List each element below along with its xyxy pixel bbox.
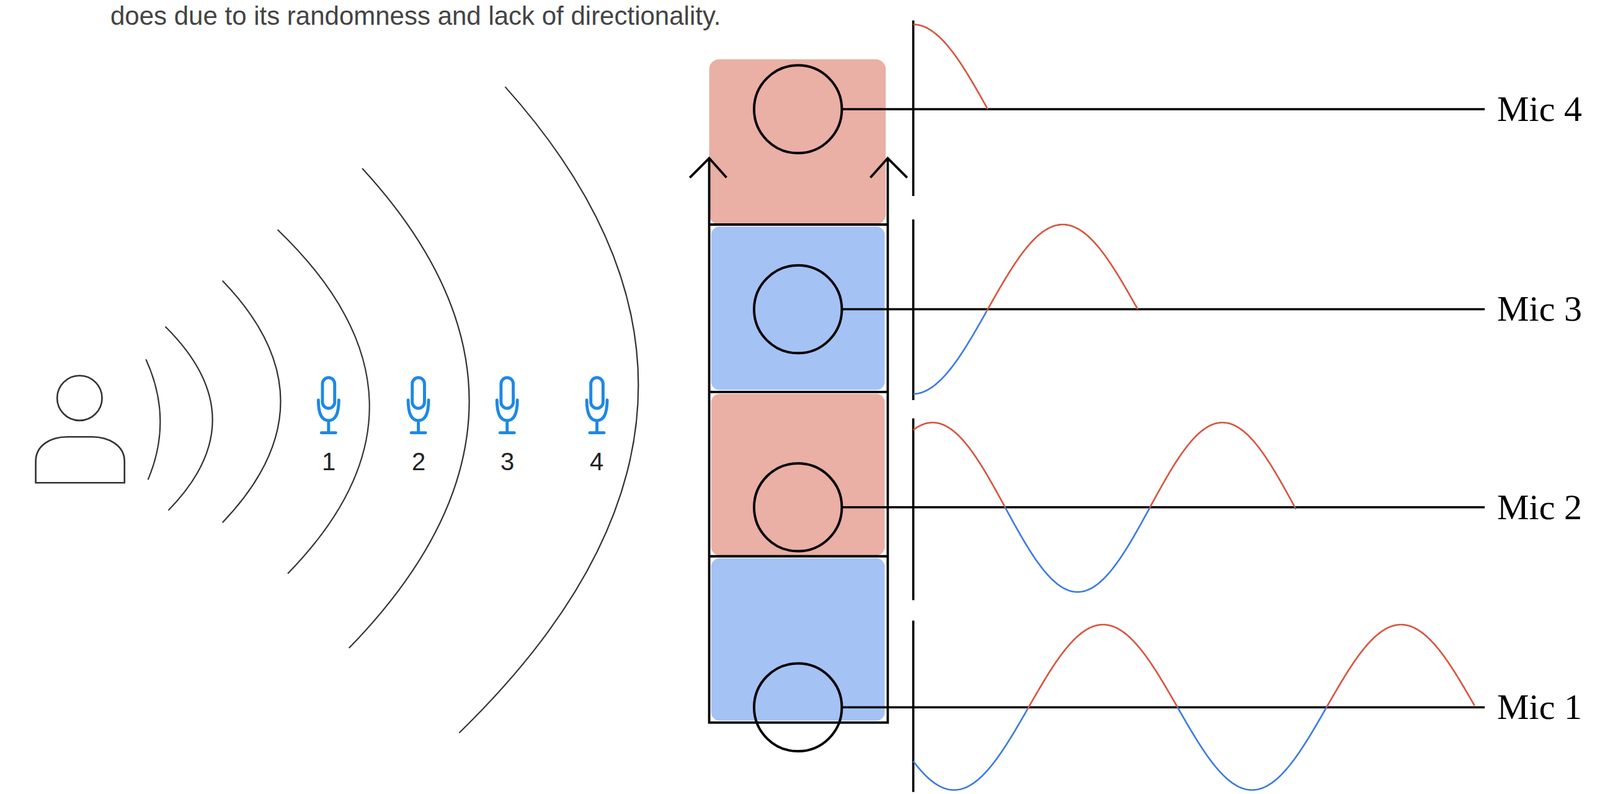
time-axis xyxy=(912,20,915,196)
signal-lines xyxy=(841,20,1485,792)
time-axis xyxy=(912,418,915,601)
time-axis xyxy=(912,219,915,400)
waveform-segment xyxy=(1294,507,1297,510)
element-circle xyxy=(754,65,843,154)
mic-stand xyxy=(496,400,518,433)
frame-outline xyxy=(709,159,889,723)
caption-fragment: does due to its randomness and lack of d… xyxy=(110,1,721,32)
mic-number: 3 xyxy=(500,447,515,476)
array-frame xyxy=(689,158,907,723)
mic-stand xyxy=(408,400,429,433)
channel-label: Mic 1 xyxy=(1497,686,1583,729)
sound-waves xyxy=(145,86,639,734)
signal-line xyxy=(841,705,1485,709)
wave-arc xyxy=(277,229,370,574)
microphone-icon xyxy=(318,377,339,433)
waveform-segment xyxy=(1149,422,1295,508)
array-cell xyxy=(709,58,887,225)
mic-stand xyxy=(586,400,608,433)
mic-capsule xyxy=(591,377,604,409)
up-arrowhead xyxy=(689,158,727,178)
waveforms xyxy=(913,24,1475,790)
signal-line xyxy=(841,506,1485,509)
waveform-segment xyxy=(1005,507,1151,593)
time-axis xyxy=(912,620,915,792)
channel-label: Mic 4 xyxy=(1497,88,1583,131)
microphone-icon xyxy=(408,377,429,433)
mic-capsule xyxy=(501,377,514,409)
wave-arc xyxy=(222,280,281,523)
waveform-segment xyxy=(913,422,1006,508)
channel-label: Mic 3 xyxy=(1497,288,1583,330)
wave-arc xyxy=(145,359,160,480)
waveform-segment xyxy=(1326,624,1475,707)
waveform-segment xyxy=(913,708,1028,790)
person-head xyxy=(57,375,102,421)
array-cell xyxy=(711,558,885,721)
waveform-segment xyxy=(986,224,1138,311)
mic-number: 1 xyxy=(321,447,336,476)
channel-label: Mic 2 xyxy=(1497,486,1583,529)
scene xyxy=(35,20,1485,792)
element-circle xyxy=(754,265,843,354)
waveform-segment xyxy=(913,310,987,394)
up-arrowhead xyxy=(870,158,908,178)
person-body xyxy=(35,436,125,483)
signal-line xyxy=(841,308,1485,311)
mic-number: 4 xyxy=(589,447,604,476)
wave-arc xyxy=(165,326,213,511)
mic-number: 2 xyxy=(411,447,426,476)
microphone-icon xyxy=(586,377,608,433)
mic-stand xyxy=(318,400,339,433)
signal-line xyxy=(841,107,1485,111)
wave-arc xyxy=(458,86,639,734)
waveform-segment xyxy=(1027,624,1178,709)
element-circle xyxy=(754,463,843,552)
mic-capsule xyxy=(322,377,335,409)
element-circle xyxy=(754,663,843,752)
microphone-icon xyxy=(496,377,518,433)
microphones xyxy=(318,377,608,433)
waveform-segment xyxy=(913,24,988,110)
array-elements xyxy=(754,65,843,752)
mic-capsule xyxy=(412,377,425,409)
array-cell xyxy=(711,393,885,556)
waveform-segment xyxy=(1177,706,1327,790)
wave-arc xyxy=(349,168,470,648)
